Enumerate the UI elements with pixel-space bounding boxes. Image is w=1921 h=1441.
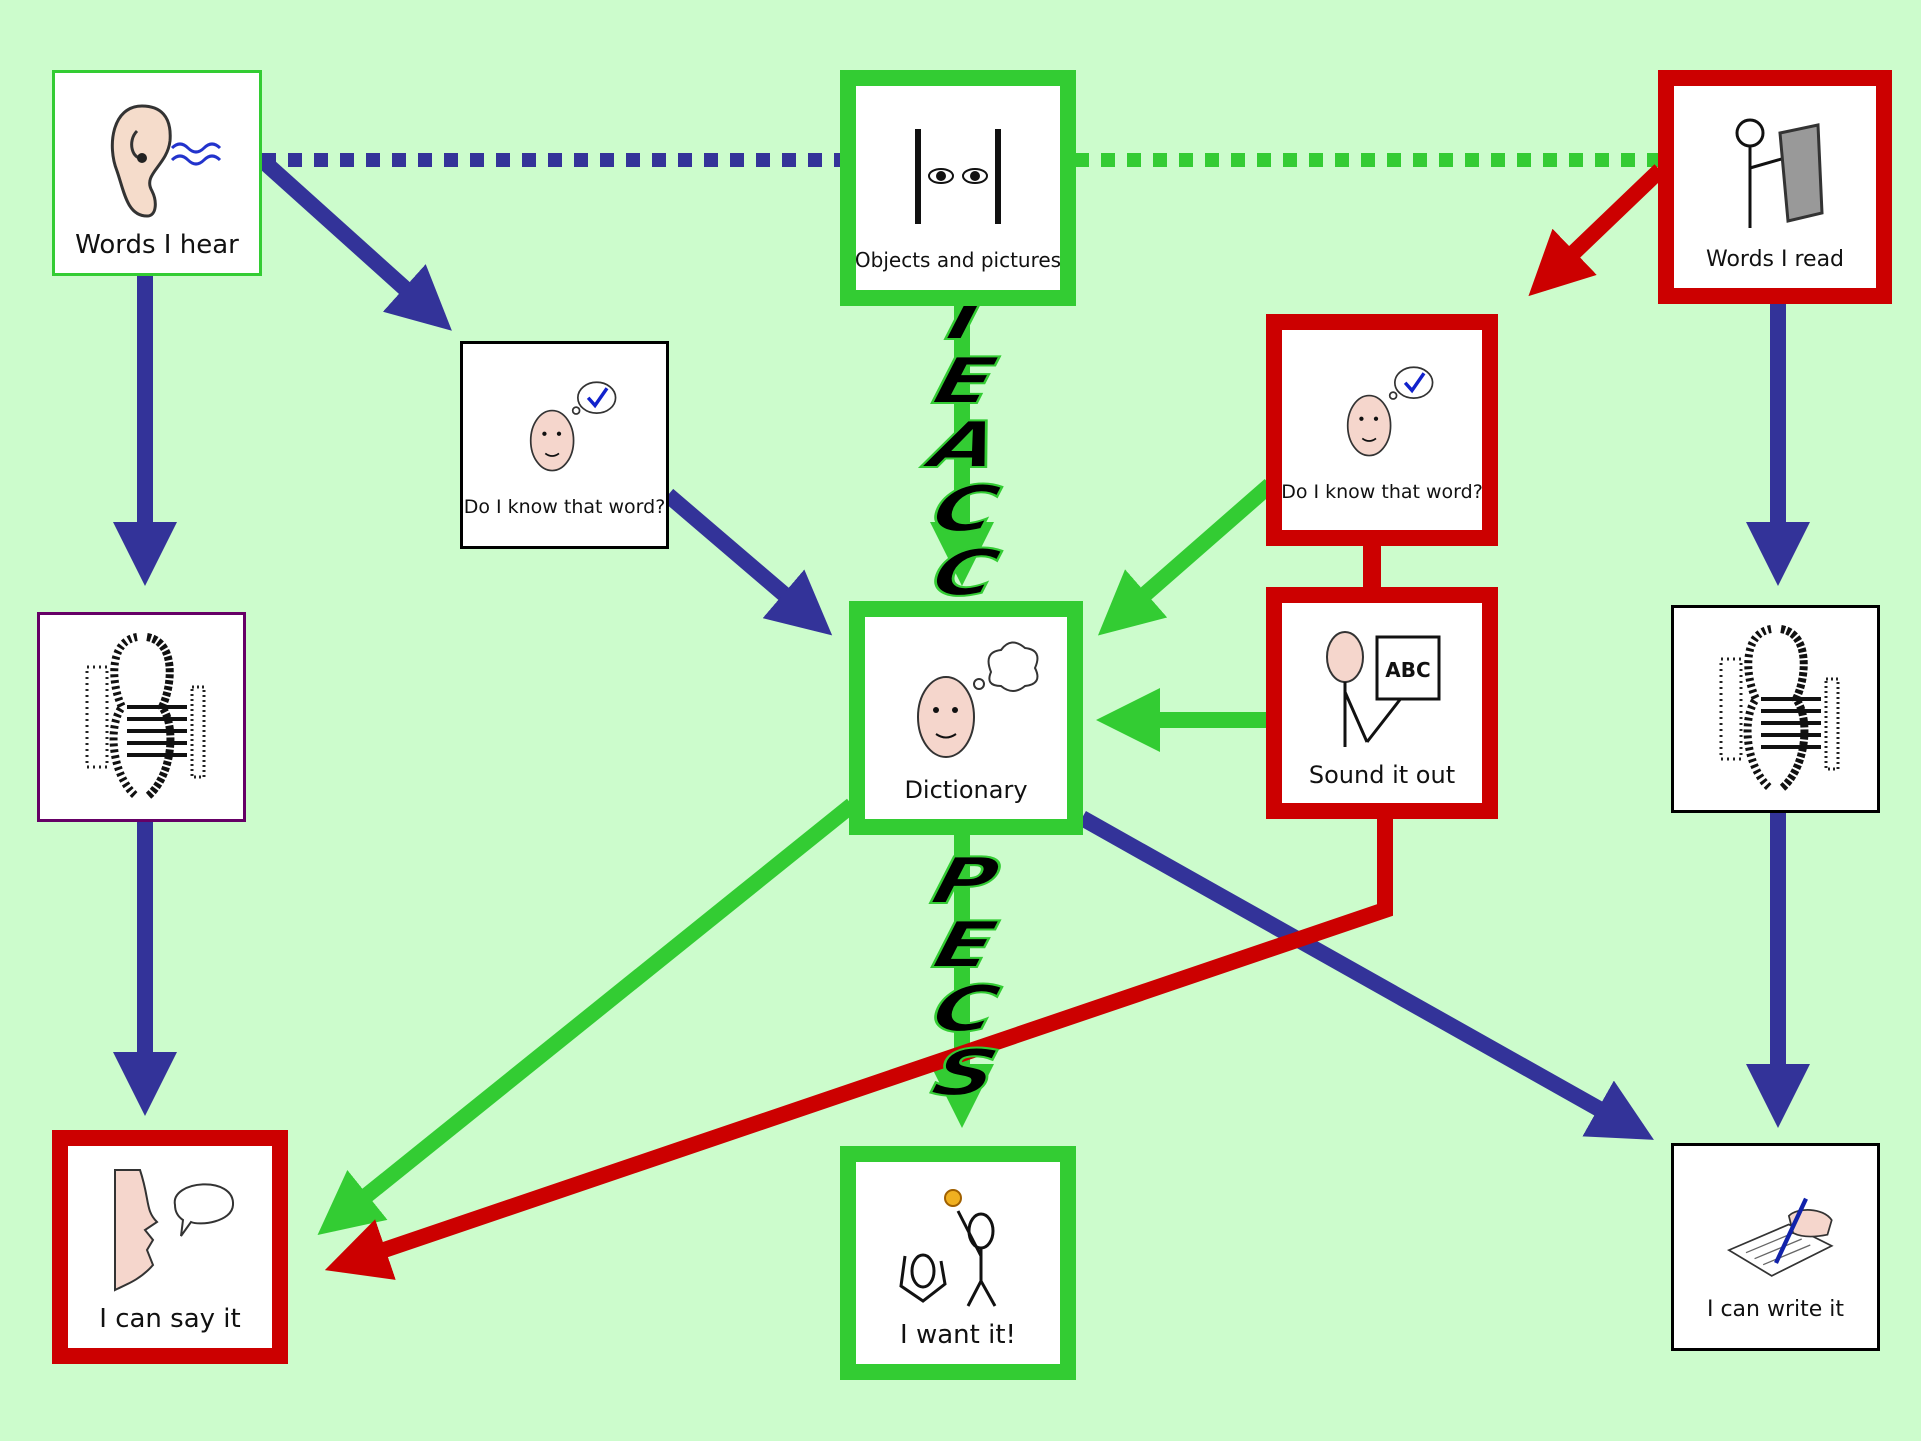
card-label: Words I read <box>1705 246 1845 272</box>
arrow-read-to-know-right <box>1528 164 1666 297</box>
arrow-know-to-dictionary <box>662 488 833 636</box>
thinking-face-icon <box>529 381 616 472</box>
card-label: Words I hear <box>75 230 239 260</box>
pointing-person-icon <box>899 1189 997 1307</box>
speaking-face-icon <box>114 1169 235 1292</box>
card-label: Dictionary <box>904 776 1028 804</box>
card-do-i-know-left: Do I know that word? <box>460 341 669 549</box>
card-sound-it-out: ABC Sound it out <box>1266 587 1498 819</box>
reading-person-icon <box>1735 118 1824 228</box>
arrow-hear-to-know <box>256 154 452 331</box>
card-objects-and-pictures: Objects and pictures <box>840 70 1076 306</box>
pecs-letter: P <box>923 844 1007 920</box>
abc-board-icon: ABC <box>1326 631 1441 747</box>
brain-icon <box>85 633 205 801</box>
card-label: Objects and pictures <box>854 248 1062 272</box>
card-do-i-know-right: Do I know that word? <box>1266 314 1498 546</box>
ear-icon <box>110 104 222 218</box>
card-brain-left <box>37 612 246 822</box>
eyes-icon <box>915 129 1001 224</box>
teacch-letter: C <box>923 536 1007 612</box>
card-label: Do I know that word? <box>1281 481 1483 503</box>
arrow-dictionary-to-write <box>1078 811 1654 1140</box>
card-label: I can say it <box>99 1304 241 1334</box>
pecs-label: P E C S <box>910 844 1020 1112</box>
teacch-letter: E <box>925 344 1005 420</box>
card-label: I can write it <box>1706 1296 1845 1322</box>
card-words-i-hear: Words I hear <box>52 70 262 276</box>
pecs-letter: S <box>923 1036 1006 1112</box>
card-label: Do I know that word? <box>463 496 666 518</box>
arrow-sound-to-say <box>324 815 1393 1280</box>
card-label: I want it! <box>900 1320 1016 1350</box>
writing-hand-icon <box>1726 1197 1834 1277</box>
card-brain-right <box>1671 605 1880 813</box>
card-dictionary: Dictionary <box>849 601 1083 835</box>
card-words-i-read: Words I read <box>1658 70 1892 304</box>
svg-text:ABC: ABC <box>1385 658 1430 682</box>
thinking-face-icon <box>917 641 1039 758</box>
card-i-can-say-it: I can say it <box>52 1130 288 1364</box>
arrow-dictionary-to-say <box>317 798 858 1236</box>
card-label: Sound it out <box>1308 761 1456 789</box>
card-i-can-write-it: I can write it <box>1671 1143 1880 1351</box>
pecs-letter: C <box>923 972 1007 1048</box>
card-i-want-it: I want it! <box>840 1146 1076 1380</box>
arrow-know-right-to-dictionary <box>1097 478 1276 636</box>
teacch-letter: A <box>921 408 1009 484</box>
brain-icon <box>1719 625 1839 793</box>
thinking-face-icon <box>1346 366 1434 457</box>
teacch-letter: C <box>923 472 1007 548</box>
pecs-letter: E <box>925 908 1005 984</box>
